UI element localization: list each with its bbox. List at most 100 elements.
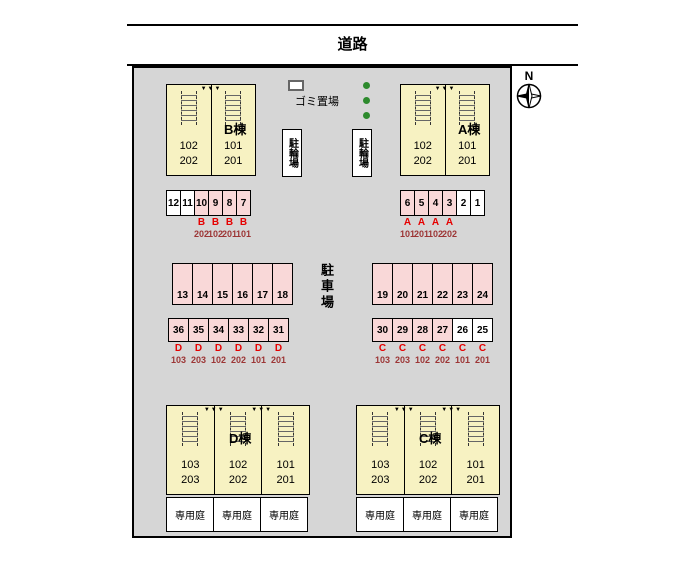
space-room: 201 (413, 228, 430, 239)
space-room: 102 (427, 228, 444, 239)
private-garden: 専用庭 (260, 497, 308, 532)
parking-space: 23 (452, 263, 473, 305)
parking-row-1-left: 12 11 10 B 202 9 B 102 8 B 201 7 B 101 (166, 190, 251, 239)
space-room: 101 (250, 354, 267, 365)
parking-space: 1 (470, 190, 485, 239)
bicycle-parking-left: 駐輪場 (282, 129, 302, 177)
space-number: 16 (236, 290, 249, 301)
stairs-icon (225, 91, 242, 125)
space-number: 10 (195, 197, 208, 209)
space-number: 20 (396, 290, 409, 301)
parking-space: 10 B 202 (194, 190, 209, 239)
parking-row-3-left: 36 D 103 35 D 203 34 D 102 33 D 202 32 D… (168, 318, 289, 365)
garbage-station-label: ゴミ置場 (295, 96, 339, 108)
parking-space-box: 15 (212, 263, 233, 305)
space-building: D (174, 343, 183, 354)
stairs-icon (230, 412, 246, 446)
unit-room-numbers: 101 201 (224, 140, 243, 167)
space-number: 24 (476, 290, 489, 301)
space-building: C (478, 343, 487, 354)
bicycle-parking-label: 駐輪場 (286, 138, 298, 168)
parking-row-1-right: 6 A 101 5 A 201 4 A 102 3 A 202 2 1 (400, 190, 485, 239)
parking-space: 28 C 102 (412, 318, 433, 365)
space-building: D (234, 343, 243, 354)
private-garden: 専用庭 (166, 497, 214, 532)
space-number: 13 (176, 290, 189, 301)
parking-space-box: 28 (412, 318, 433, 342)
parking-space: 34 D 102 (208, 318, 229, 365)
space-number: 31 (272, 324, 285, 336)
parking-space: 35 D 203 (188, 318, 209, 365)
garden-label: 専用庭 (459, 511, 489, 522)
parking-space: 32 D 101 (248, 318, 269, 365)
road-line-bottom (127, 64, 578, 66)
parking-space: 18 (272, 263, 293, 305)
building-D-unit-1: 103 203 (167, 406, 214, 494)
building-D: ▼▼▼ ▼▼▼ 103 203 102 202 101 201 D棟 (166, 405, 310, 495)
stairs-icon (420, 412, 436, 446)
unit-room-numbers: 101 201 (466, 459, 485, 486)
space-room: 102 (207, 228, 224, 239)
parking-space-box: 11 (180, 190, 195, 216)
building-B-unit-2: 101 201 (210, 85, 256, 175)
parking-space-box: 4 (428, 190, 443, 216)
parking-space-box: 32 (248, 318, 269, 342)
parking-space-box: 1 (470, 190, 485, 216)
tree-icon (363, 112, 370, 119)
space-building: A (445, 217, 454, 228)
stairs-icon (372, 412, 389, 446)
tree-icon (363, 97, 370, 104)
space-room: 203 (190, 354, 207, 365)
space-number: 8 (226, 197, 233, 209)
parking-space-box: 13 (172, 263, 193, 305)
space-building: B (197, 217, 206, 228)
space-number: 11 (182, 197, 193, 209)
parking-row-3-right: 30 C 103 29 C 203 28 C 102 27 C 202 26 C… (372, 318, 493, 365)
parking-space-box: 34 (208, 318, 229, 342)
garden-label: 専用庭 (175, 511, 205, 522)
parking-space-box: 8 (222, 190, 237, 216)
private-garden: 専用庭 (403, 497, 451, 532)
parking-space: 26 C 101 (452, 318, 473, 365)
parking-space-box: 2 (456, 190, 471, 216)
space-building: D (274, 343, 283, 354)
parking-row-2-right: 19 20 21 22 23 24 (372, 263, 493, 305)
parking-space-box: 3 (442, 190, 457, 216)
space-room: 102 (414, 354, 431, 365)
parking-space: 20 (392, 263, 413, 305)
compass: N (511, 70, 547, 114)
parking-space-box: 36 (168, 318, 189, 342)
garden-label: 専用庭 (269, 511, 299, 522)
parking-space-box: 16 (232, 263, 253, 305)
parking-space: 16 (232, 263, 253, 305)
parking-row-2-left: 13 14 15 16 17 18 (172, 263, 293, 305)
compass-north-label: N (524, 69, 534, 83)
space-building: B (239, 217, 248, 228)
space-building: C (418, 343, 427, 354)
building-B: ▼▼▼ 102 202 101 201 B棟 (166, 84, 256, 176)
parking-space-box: 25 (472, 318, 493, 342)
building-A-unit-2: 101 201 (444, 85, 490, 175)
space-number: 2 (460, 197, 467, 209)
parking-space-box: 7 (236, 190, 251, 216)
space-building: C (438, 343, 447, 354)
space-number: 5 (418, 197, 425, 209)
unit-room-numbers: 103 203 (181, 459, 200, 486)
parking-space: 22 (432, 263, 453, 305)
parking-space: 11 (180, 190, 195, 239)
space-number: 14 (196, 290, 209, 301)
space-number: 28 (416, 324, 429, 336)
space-number: 35 (192, 324, 205, 336)
building-C-unit-1: 103 203 (357, 406, 404, 494)
building-A-label: A棟 (458, 122, 481, 137)
garden-label: 専用庭 (412, 511, 442, 522)
parking-space-box: 18 (272, 263, 293, 305)
parking-space: 8 B 201 (222, 190, 237, 239)
building-A-unit-1: 102 202 (401, 85, 445, 175)
parking-space-box: 23 (452, 263, 473, 305)
garden-row-left: 専用庭 専用庭 専用庭 (166, 497, 308, 532)
building-C-unit-3: 101 201 (451, 406, 499, 494)
parking-area-label: 駐車場 (319, 263, 334, 311)
parking-space: 30 C 103 (372, 318, 393, 365)
parking-space-box: 22 (432, 263, 453, 305)
